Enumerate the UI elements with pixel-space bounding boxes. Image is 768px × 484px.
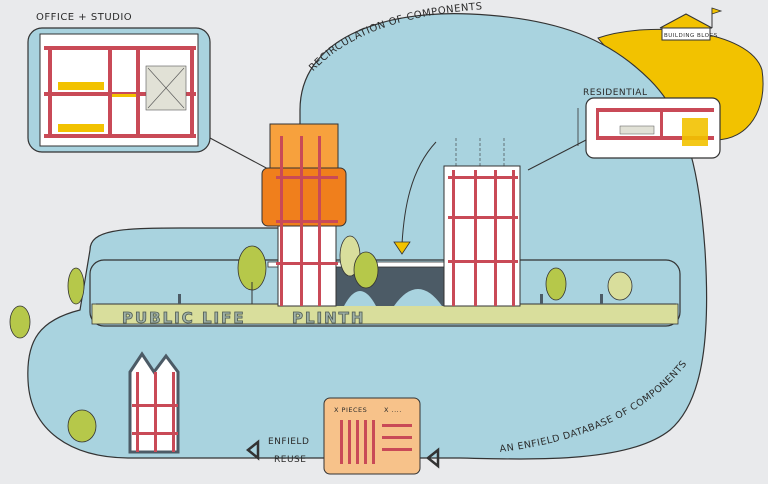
tree-icon bbox=[9, 235, 633, 443]
tent-icon bbox=[659, 8, 713, 41]
person-icon bbox=[178, 292, 603, 304]
reuse-building bbox=[128, 351, 180, 454]
plinth-label: PLINTH bbox=[292, 309, 365, 327]
building-blocs-label: BUILDING BLOCS bbox=[664, 33, 718, 39]
right-tower bbox=[443, 136, 521, 307]
enfield-label: ENFIELD bbox=[268, 437, 309, 447]
office-connector bbox=[209, 137, 271, 171]
left-tower bbox=[261, 123, 347, 307]
residential-label: RESIDENTIAL bbox=[583, 88, 647, 98]
x-dots-label: X .... bbox=[384, 406, 402, 414]
components-card bbox=[323, 397, 421, 475]
recirculation-loop bbox=[27, 13, 708, 460]
residential-connector bbox=[527, 139, 587, 171]
residential-panel bbox=[577, 97, 721, 159]
arrow-icon bbox=[245, 439, 260, 461]
arrow-icon bbox=[393, 241, 411, 255]
x-pieces-label: X PIECES bbox=[334, 406, 367, 414]
office-studio-panel bbox=[27, 27, 211, 153]
arrow-icon bbox=[425, 447, 440, 469]
office-studio-label: OFFICE + STUDIO bbox=[36, 12, 132, 23]
reuse-label: REUSE bbox=[274, 455, 306, 465]
public-life-label: PUBLIC LIFE bbox=[122, 309, 246, 327]
insertion-arrow bbox=[401, 141, 437, 245]
flag-icon bbox=[711, 7, 723, 15]
